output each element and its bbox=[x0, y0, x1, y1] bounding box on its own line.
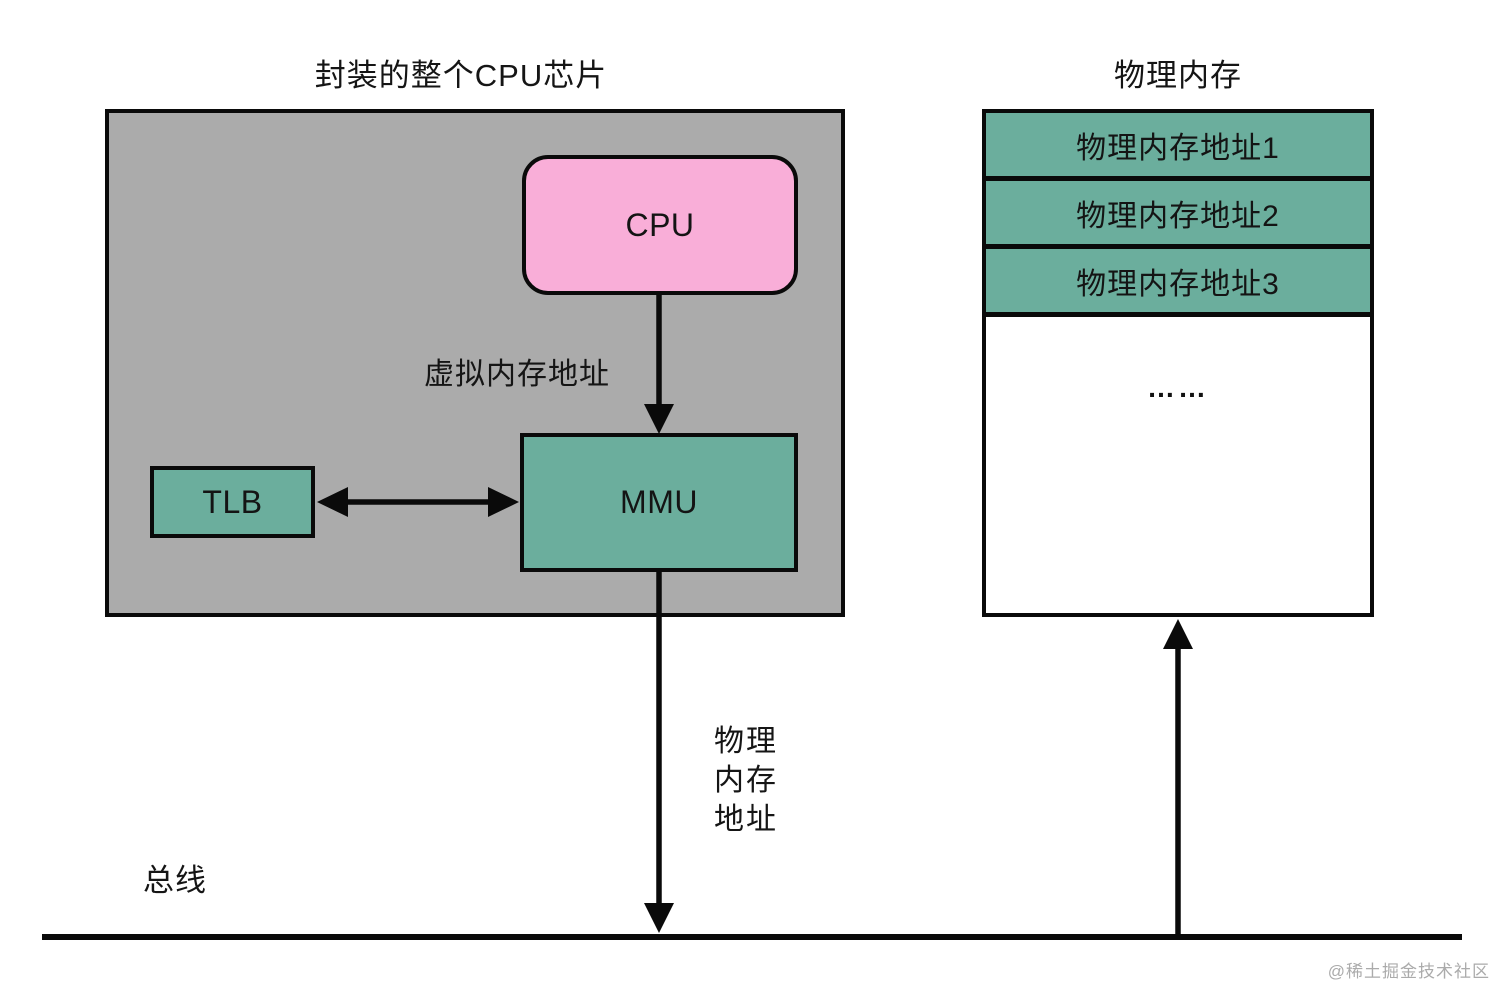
memory-ellipsis: …… bbox=[1147, 372, 1209, 403]
memory-row-label: 物理内存地址3 bbox=[1076, 267, 1280, 301]
physical-address-label: 物理 内存 地址 bbox=[714, 722, 778, 839]
mmu-to-bus-arrowhead bbox=[644, 903, 674, 933]
memory-row: 物理内存地址2 bbox=[986, 181, 1370, 249]
cpu-label: CPU bbox=[625, 206, 695, 243]
physical-memory-box: 物理内存地址1 物理内存地址2 物理内存地址3 …… bbox=[982, 109, 1374, 617]
physical-memory-title: 物理内存 bbox=[1114, 58, 1242, 93]
memory-row-label: 物理内存地址1 bbox=[1076, 131, 1280, 165]
memory-row: 物理内存地址1 bbox=[986, 113, 1370, 181]
bus-label: 总线 bbox=[143, 863, 207, 898]
physical-address-label-line: 地址 bbox=[714, 803, 778, 836]
memory-row: 物理内存地址3 bbox=[986, 249, 1370, 317]
physical-address-label-line: 物理 bbox=[714, 725, 778, 758]
mmu-label: MMU bbox=[620, 484, 698, 520]
physical-address-label-line: 内存 bbox=[714, 764, 778, 797]
bus-to-memory-arrowhead bbox=[1163, 619, 1193, 649]
memory-row-label: 物理内存地址2 bbox=[1076, 199, 1280, 233]
mmu-box: MMU bbox=[520, 433, 798, 572]
virtual-address-label: 虚拟内存地址 bbox=[424, 358, 610, 391]
tlb-box: TLB bbox=[150, 466, 315, 538]
cpu-box: CPU bbox=[522, 155, 798, 295]
watermark: @稀土掘金技术社区 bbox=[1327, 962, 1490, 981]
tlb-label: TLB bbox=[202, 483, 263, 520]
chip-title: 封装的整个CPU芯片 bbox=[314, 58, 608, 93]
